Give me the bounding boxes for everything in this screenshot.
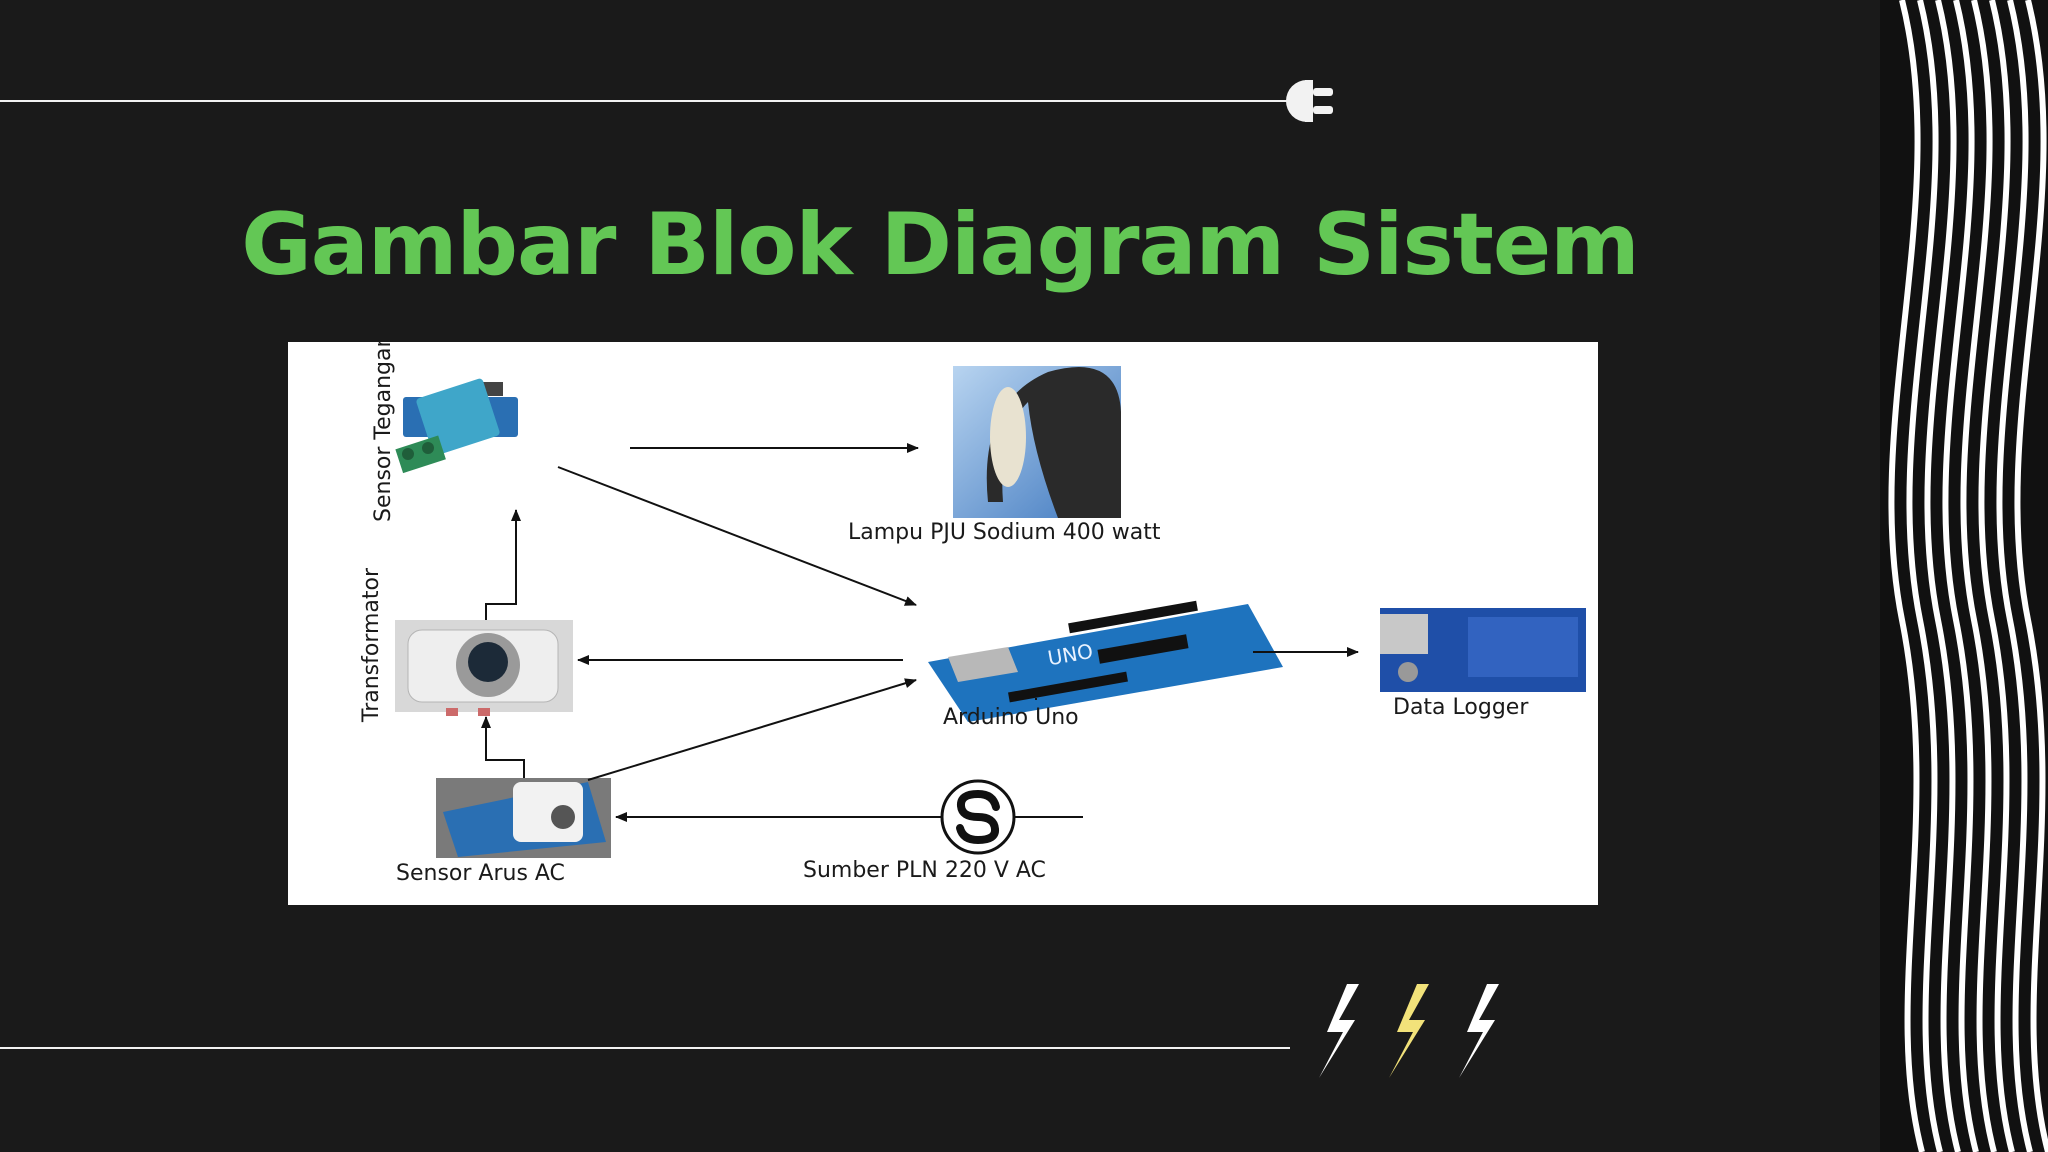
arrow-current-sensor-to-transformer [481,716,525,778]
sensor-tegangan-label: Sensor Tegangan AC [371,342,396,522]
arrow-current-sensor-to-arduino [587,678,917,781]
arduino-label: Arduino Uno [943,705,1079,730]
street-lamp-image [953,366,1121,518]
lampu-label: Lampu PJU Sodium 400 watt [848,520,1161,545]
current-sensor-image [436,778,611,858]
data-logger-image [1380,608,1586,692]
block-diagram: Sensor Tegangan AC Lampu PJU Sodium 400 … [288,342,1598,905]
ac-source-symbol [940,779,1083,855]
voltage-sensor-image [395,378,518,474]
bottom-divider-line [0,1047,1290,1049]
lightning-bolt-icon [1319,984,1499,1078]
top-divider-line [0,100,1290,102]
transformer-image [395,620,573,716]
plug-icon [1286,80,1333,122]
arrow-transformer-to-sensor [485,509,521,620]
wavy-stripes-decoration [1880,0,2048,1152]
slide-title: Gambar Blok Diagram Sistem [241,195,1640,295]
sensor-arus-label: Sensor Arus AC [396,861,565,886]
sumber-label: Sumber PLN 220 V AC [803,858,1046,883]
data-logger-label: Data Logger [1393,695,1529,720]
arduino-uno-image: UNO [928,600,1283,722]
diagram-arrows [481,443,1359,822]
transformator-label: Transformator [359,567,384,723]
arrow-sensor-to-arduino [557,466,917,606]
